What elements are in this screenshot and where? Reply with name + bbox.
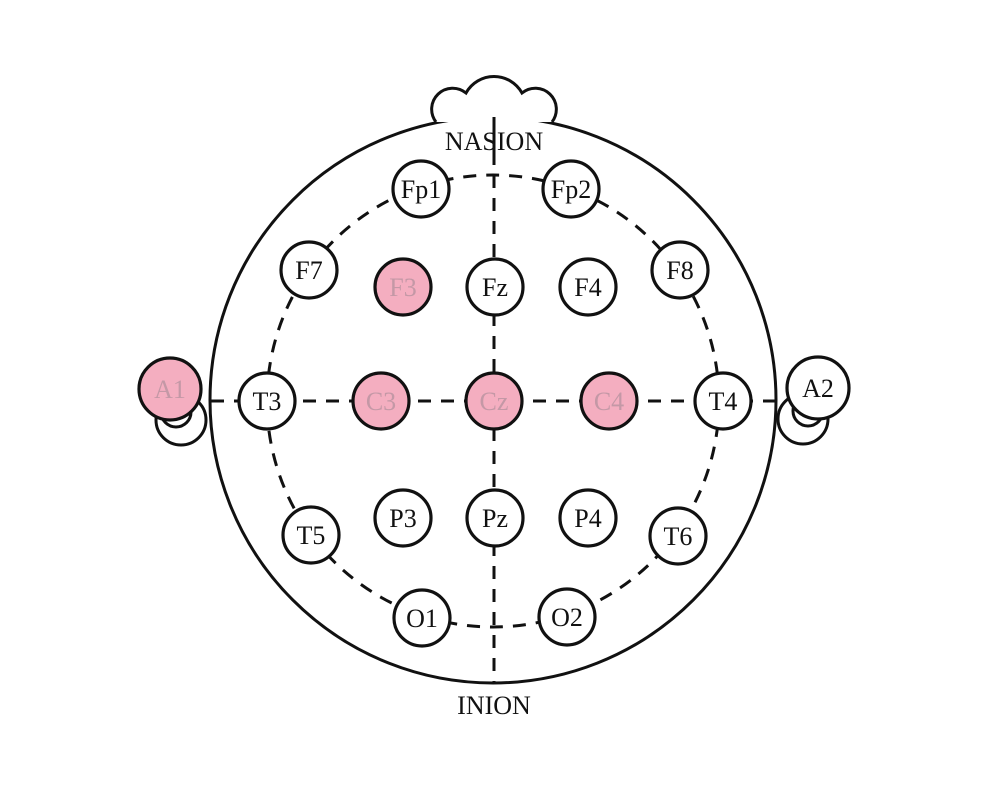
electrode-f4 <box>558 257 618 317</box>
electrode-c3 <box>351 371 411 431</box>
electrode-label-a1: A1 <box>154 375 186 404</box>
nasion-label: NASION <box>445 127 543 156</box>
electrode-t5 <box>281 505 341 565</box>
electrode-label-cz: Cz <box>480 387 509 416</box>
electrode-fp2 <box>541 159 601 219</box>
electrode-label-c4: C4 <box>594 387 624 416</box>
electrode-label-o2: O2 <box>551 603 583 632</box>
electrode-label-fp2: Fp2 <box>551 175 591 204</box>
electrode-cz <box>464 371 524 431</box>
electrode-label-pz: Pz <box>482 504 508 533</box>
electrode-c4 <box>579 371 639 431</box>
electrode-label-p4: P4 <box>574 504 601 533</box>
electrode-t3 <box>237 371 297 431</box>
electrode-f3 <box>373 257 433 317</box>
inion-label: INION <box>457 691 531 720</box>
electrode-label-p3: P3 <box>389 504 416 533</box>
electrode-p3 <box>373 488 433 548</box>
electrode-label-f4: F4 <box>574 273 601 302</box>
electrode-fp1 <box>391 159 451 219</box>
electrode-label-t5: T5 <box>297 521 326 550</box>
electrode-label-t3: T3 <box>253 387 282 416</box>
nose <box>430 75 558 123</box>
electrode-t6 <box>648 506 708 566</box>
electrode-label-c3: C3 <box>366 387 396 416</box>
electrode-o1 <box>392 588 452 648</box>
electrode-label-o1: O1 <box>406 604 438 633</box>
electrode-label-f7: F7 <box>295 256 322 285</box>
electrode-label-a2: A2 <box>802 374 834 403</box>
electrode-label-fz: Fz <box>482 273 508 302</box>
electrode-label-t6: T6 <box>664 522 693 551</box>
electrode-fz <box>465 257 525 317</box>
electrode-pz <box>465 488 525 548</box>
electrode-f8 <box>650 240 710 300</box>
electrode-o2 <box>537 587 597 647</box>
electrode-label-t4: T4 <box>709 387 738 416</box>
electrode-label-f8: F8 <box>666 256 693 285</box>
electrode-a2 <box>785 355 851 421</box>
electrode-f7 <box>279 240 339 300</box>
electrode-label-fp1: Fp1 <box>401 175 441 204</box>
electrode-p4 <box>558 488 618 548</box>
electrode-t4 <box>693 371 753 431</box>
electrode-label-f3: F3 <box>389 273 416 302</box>
electrode-a1 <box>137 356 203 422</box>
